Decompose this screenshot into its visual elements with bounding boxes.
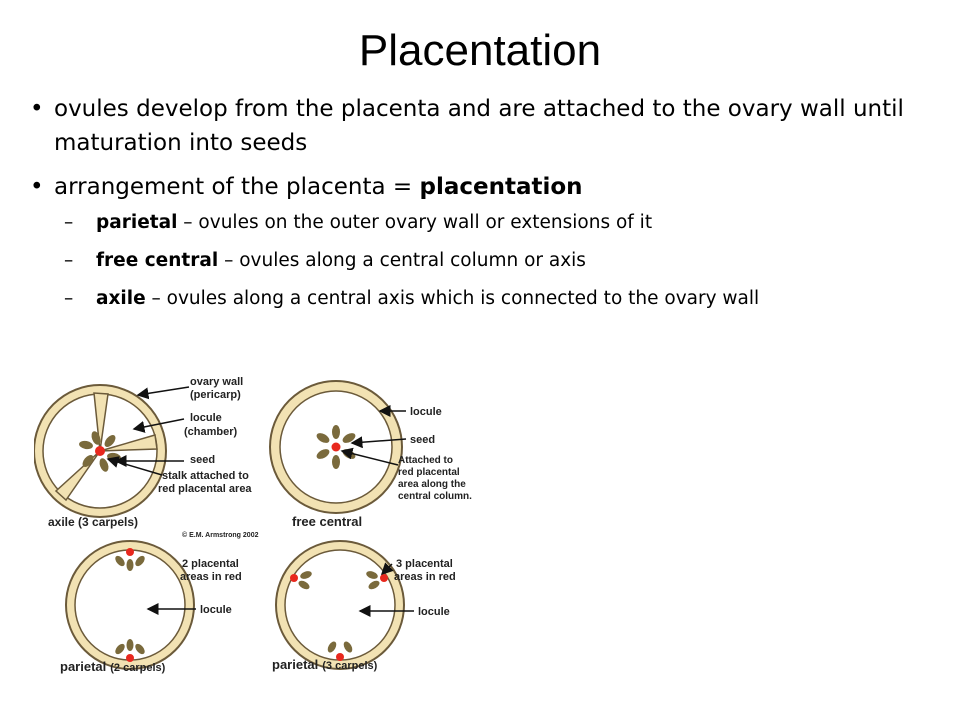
bullet-text: arrangement of the placenta = (54, 174, 420, 200)
label-placental-areas: 3 placental (396, 558, 453, 570)
caption-main: parietal (272, 657, 318, 672)
bullet-text: ovules develop from the placenta and are… (54, 96, 904, 156)
slide-title: Placentation (358, 26, 602, 75)
sub-bullet-list: – parietal – ovules on the outer ovary w… (64, 212, 930, 310)
label-seed: seed (190, 454, 215, 466)
sub-bullet-text: – ovules along a central column or axis (218, 250, 586, 271)
parietal-3-placenta (380, 574, 388, 582)
bullet-list: • ovules develop from the placenta and a… (30, 92, 930, 326)
parietal-2-caption: parietal (2 carpels) (60, 659, 166, 674)
parietal-2-placenta (126, 654, 134, 662)
parietal-2-placenta (126, 548, 134, 556)
parietal-3-seeds (366, 571, 380, 590)
sub-bullet-axile: – axile – ovules along a central axis wh… (64, 288, 930, 310)
parietal-3-seeds (327, 641, 353, 653)
label-locule: locule (418, 606, 450, 618)
label-attached: Attached to (398, 455, 453, 466)
label-attached: red placental (398, 467, 460, 478)
sub-bullet-term: axile (96, 288, 146, 309)
sub-bullet-free-central: – free central – ovules along a central … (64, 250, 930, 272)
axile-caption: axile (3 carpels) (48, 515, 138, 529)
bullet-arrangement: • arrangement of the placenta = placenta… (30, 170, 930, 310)
label-pericarp: (pericarp) (190, 389, 241, 401)
axile-diagram: ovary wall (pericarp) locule (chamber) s… (34, 376, 259, 539)
label-placental-areas: areas in red (180, 571, 242, 583)
label-chamber: (chamber) (184, 426, 238, 438)
parietal-3-diagram: 3 placental areas in red locule parietal… (272, 540, 456, 672)
label-placental-area: red placental area (158, 483, 252, 495)
sub-bullet-text: – ovules along a central axis which is c… (145, 288, 760, 309)
sub-bullet-term: parietal (96, 212, 178, 233)
label-placental-areas: 2 placental (182, 558, 239, 570)
label-placental-areas: areas in red (394, 571, 456, 583)
free-central-caption: free central (292, 514, 362, 529)
sub-bullet-text: – ovules on the outer ovary wall or exte… (177, 212, 653, 233)
parietal-3-locule (284, 549, 396, 661)
label-locule: locule (190, 412, 222, 424)
label-ovary-wall: ovary wall (190, 376, 243, 388)
label-attached: area along the (398, 479, 466, 490)
axile-septum (99, 434, 158, 452)
caption-main: parietal (60, 659, 106, 674)
label-locule: locule (200, 604, 232, 616)
free-central-placenta (331, 442, 341, 452)
dash-marker: – (64, 250, 74, 271)
axile-septum (93, 392, 109, 452)
parietal-3-caption: parietal (3 carpels) (272, 657, 378, 672)
parietal-2-seeds-top (115, 555, 145, 571)
parietal-2-diagram: 2 placental areas in red locule parietal… (60, 540, 242, 674)
free-central-diagram: locule seed Attached to red placental ar… (269, 380, 472, 529)
parietal-3-placenta (290, 574, 298, 582)
bullet-marker: • (30, 174, 44, 200)
bullet-ovules: • ovules develop from the placenta and a… (30, 92, 930, 160)
caption-paren: (3 carpels) (322, 660, 377, 672)
caption-paren: (2 carpels) (110, 662, 165, 674)
dash-marker: – (64, 288, 74, 309)
axile-seeds (79, 431, 121, 472)
label-seed: seed (410, 434, 435, 446)
axile-placenta (95, 446, 105, 456)
sub-bullet-term: free central (96, 250, 219, 271)
label-attached: central column. (398, 491, 472, 502)
label-stalk: stalk attached to (162, 470, 249, 482)
parietal-3-placenta (336, 653, 344, 661)
copyright-text: © E.M. Armstrong 2002 (182, 531, 259, 539)
bullet-marker: • (30, 96, 44, 122)
parietal-3-seeds (298, 571, 312, 590)
dash-marker: – (64, 212, 74, 233)
sub-bullet-parietal: – parietal – ovules on the outer ovary w… (64, 212, 930, 234)
parietal-2-seeds-bottom (115, 639, 145, 655)
bullet-bold-term: placentation (419, 174, 583, 200)
placentation-figure: ovary wall (pericarp) locule (chamber) s… (34, 376, 472, 674)
label-locule: locule (410, 406, 442, 418)
